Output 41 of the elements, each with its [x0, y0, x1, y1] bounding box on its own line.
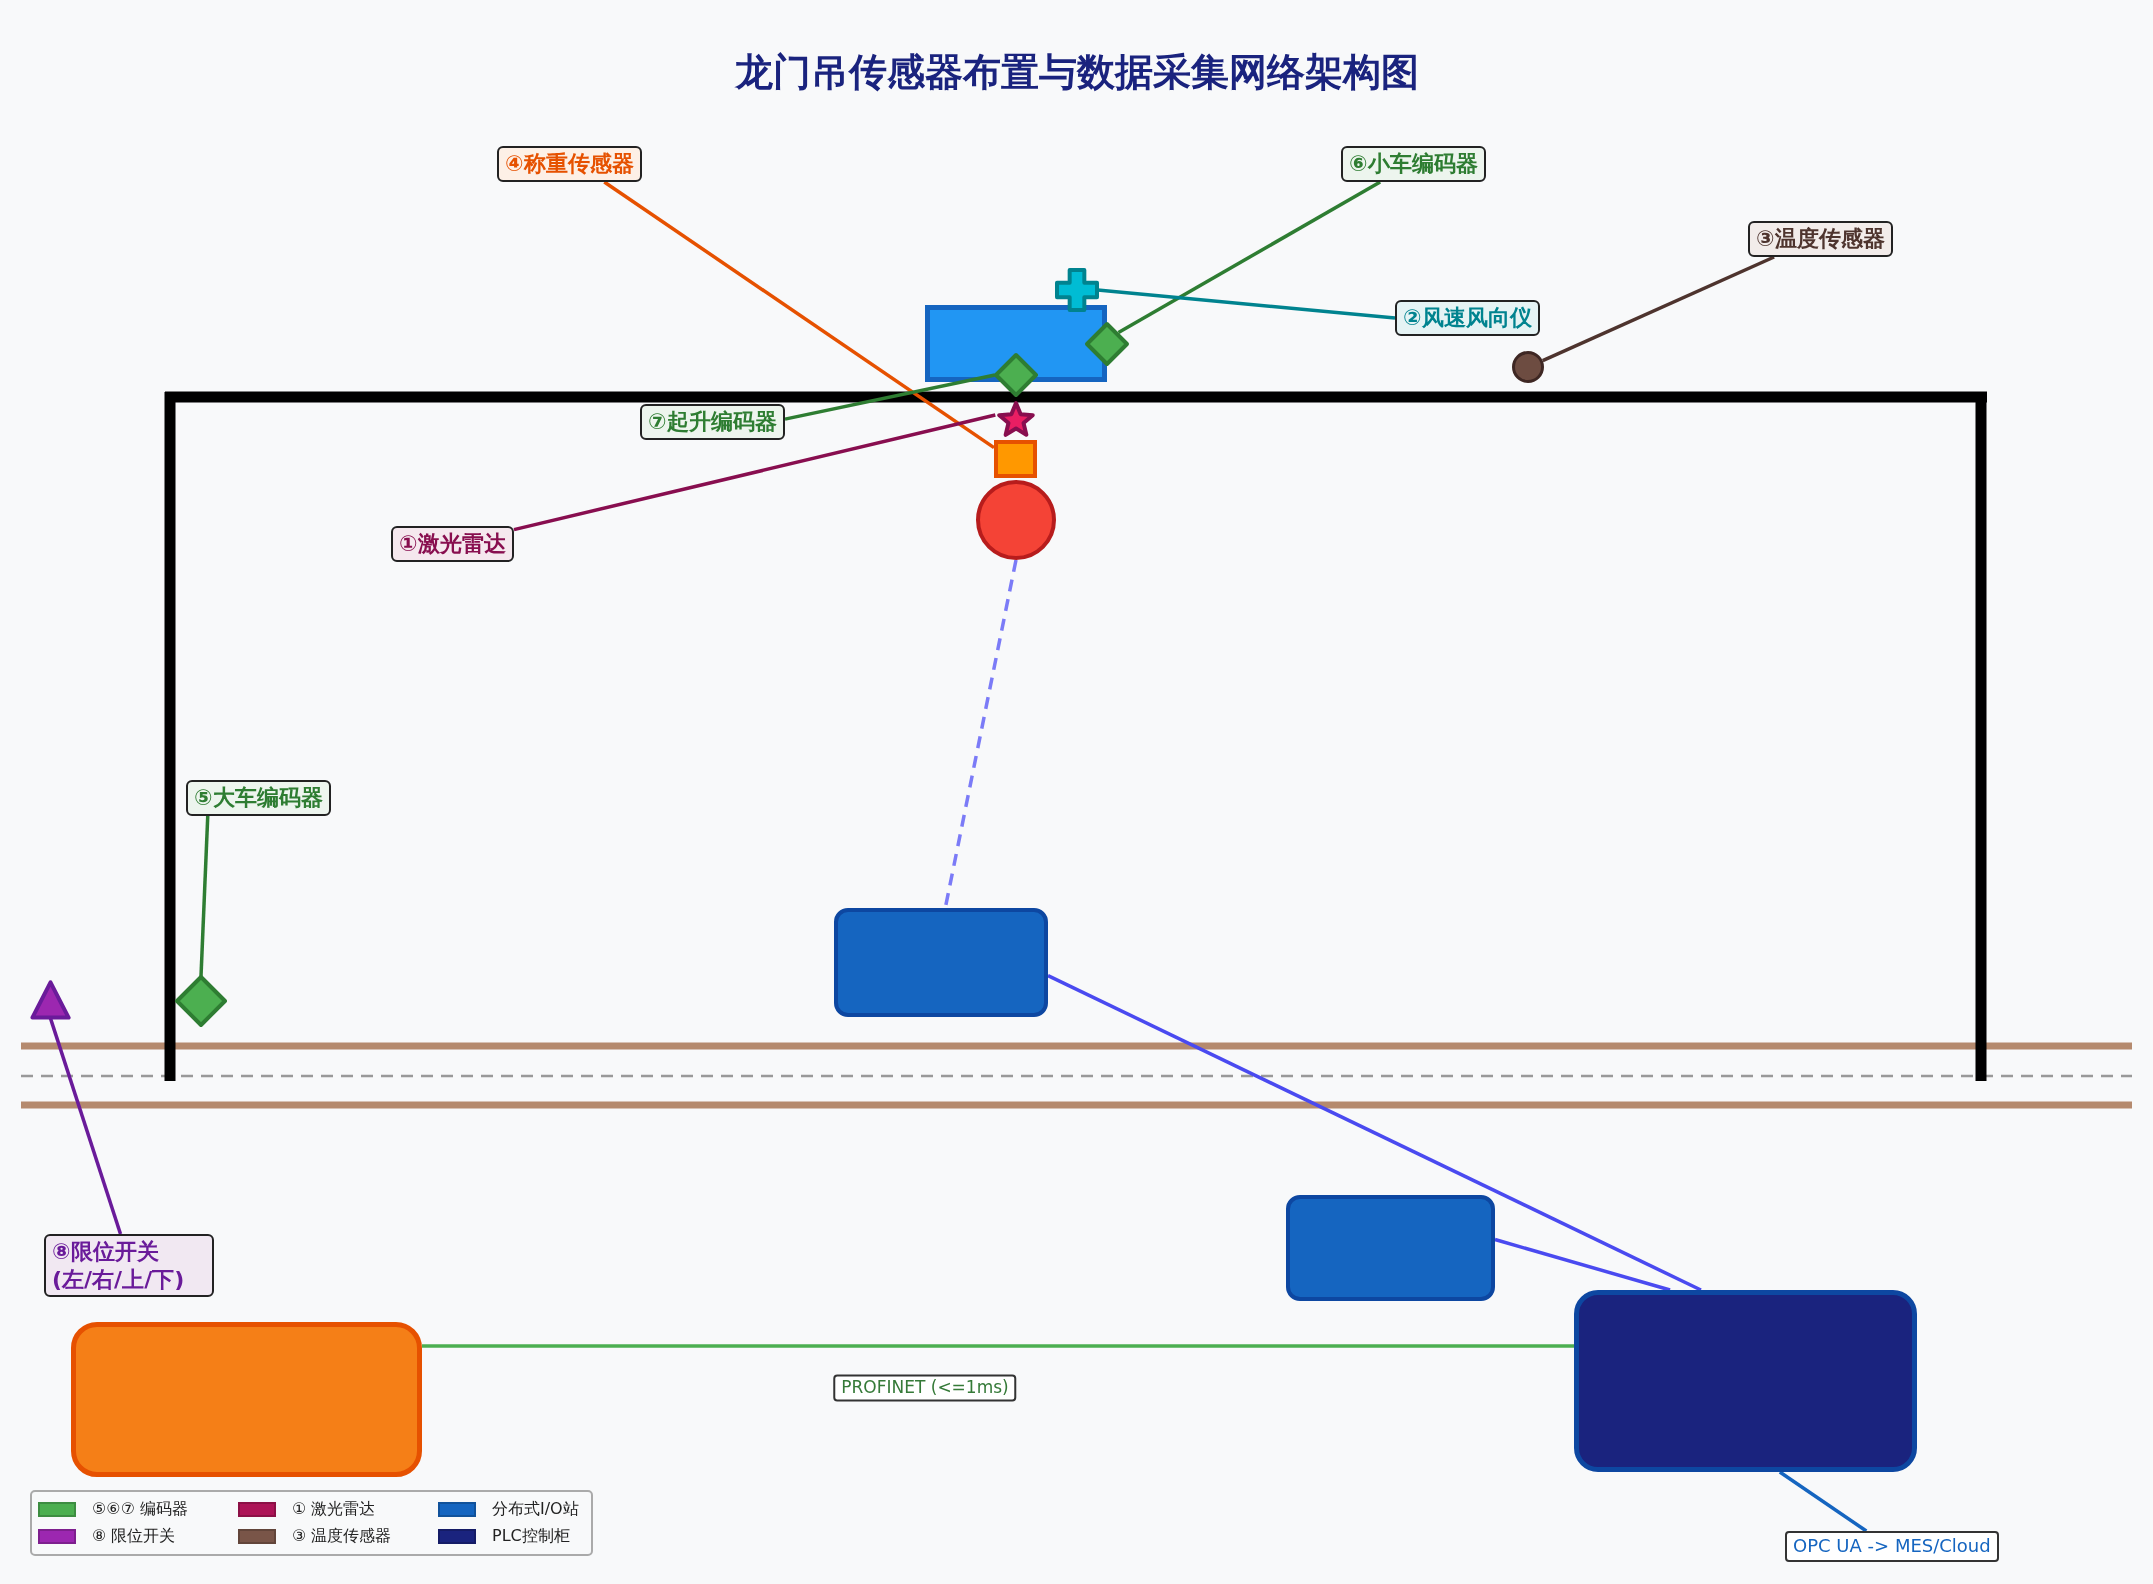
connector-line [199, 815, 210, 977]
connector-line [422, 1344, 1574, 1348]
diamond-icon [993, 352, 1039, 398]
sensor-callout: ⑤大车编码器 [186, 780, 331, 816]
plc-cabinet-block [1574, 1290, 1917, 1472]
sensor-callout: ①激光雷达 [391, 526, 514, 562]
connector-line [48, 1017, 123, 1235]
triangle-icon [30, 980, 71, 1020]
circle-icon [1512, 351, 1544, 383]
connector-line [603, 180, 995, 450]
io-station-block [1286, 1195, 1495, 1301]
sensor-callout: ②风速风向仪 [1395, 300, 1540, 336]
legend-text: ⑤⑥⑦ 编码器 [92, 1499, 189, 1520]
connector-line [1047, 974, 1702, 1292]
legend-text: ⑧ 限位开关 [92, 1525, 176, 1547]
connector-line [1778, 1470, 1868, 1533]
connector-line [513, 413, 996, 532]
legend-text: ① 激光雷达 [292, 1499, 376, 1520]
star-icon [994, 399, 1038, 439]
connector-line [784, 373, 996, 421]
legend-text: ③ 温度传感器 [292, 1525, 392, 1547]
sensor-callout: ④称重传感器 [497, 146, 642, 182]
legend-text: 分布式I/O站 [492, 1499, 579, 1520]
square-icon [994, 440, 1037, 478]
diamond-icon [174, 974, 228, 1028]
diagram-title: 龙门吊传感器布置与数据采集网络架构图 [734, 50, 1419, 96]
sensor-callout: ⑥小车编码器 [1341, 146, 1486, 182]
sensor-callout: ⑦起升编码器 [640, 404, 785, 440]
connector-line [1117, 180, 1382, 334]
edge-label: PROFINET (<=1ms) [833, 1374, 1017, 1402]
sensor-callout: ③温度传感器 [1748, 221, 1893, 257]
connector-line [1542, 255, 1775, 363]
cross-icon [1055, 268, 1099, 312]
network-callout: OPC UA -> MES/Cloud [1785, 1531, 1999, 1562]
io-station-block [834, 908, 1048, 1017]
sensor-callout: ⑧限位开关 (左/右/上/下) [44, 1234, 214, 1297]
circle-icon [976, 480, 1056, 560]
connector-line [1494, 1237, 1671, 1292]
legend-text: PLC控制柜 [492, 1525, 570, 1547]
device-block [71, 1322, 422, 1477]
diamond-icon [1084, 321, 1130, 367]
